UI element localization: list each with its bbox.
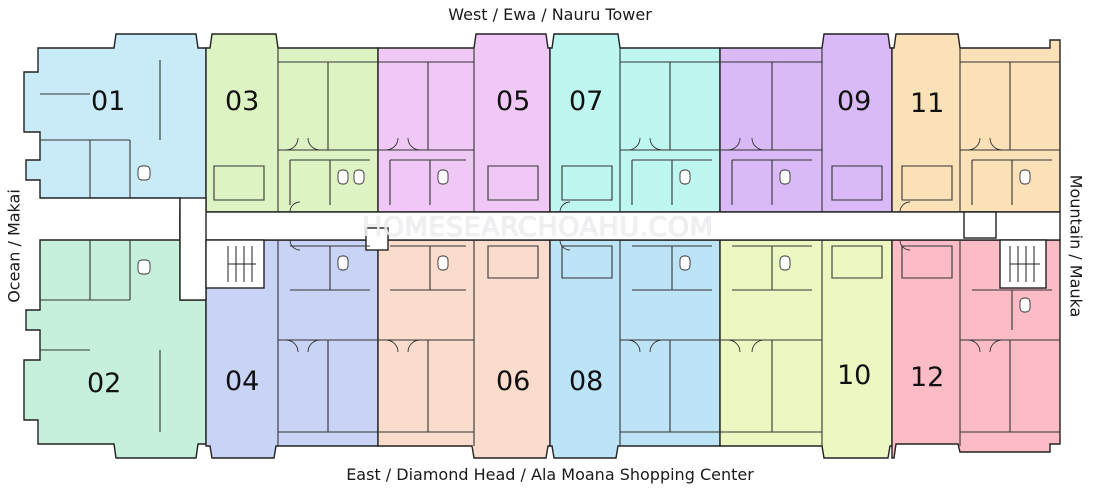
unit-10-area [719,239,893,459]
door-swings [285,137,1003,353]
mountain-orientation-label: Mountain / Mauka [1066,174,1086,318]
unit-07-area [549,33,721,213]
unit-05-area [377,33,551,213]
east-orientation-label: East / Diamond Head / Ala Moana Shopping… [346,465,754,484]
unit-number-09: 09 [837,86,872,117]
unit-number-06: 06 [496,366,531,397]
unit-number-08: 08 [569,366,604,397]
corridor [179,197,1061,301]
interior-walls [40,48,1060,446]
stair-treads [227,246,1040,282]
unit-12-area [891,239,1061,459]
ocean-orientation-label: Ocean / Makai [4,189,24,303]
unit-number-07: 07 [569,86,604,117]
unit-08-area [549,239,721,459]
watermark: HOMESEARCHOAHU.COM [362,212,714,243]
unit-number-01: 01 [91,86,126,117]
unit-number-04: 04 [225,366,260,397]
bathroom-fixtures [137,165,1031,313]
unit-number-11: 11 [910,88,945,119]
unit-number-10: 10 [837,360,872,391]
unit-number-03: 03 [225,86,260,117]
unit-number-12: 12 [910,362,945,393]
west-orientation-label: West / Ewa / Nauru Tower [448,5,652,24]
unit-number-05: 05 [496,86,531,117]
unit-02-area [23,239,207,459]
unit-09-area [719,33,893,213]
unit-03-area [205,33,379,213]
unit-11-area [891,33,1061,213]
unit-06-area [377,239,551,459]
unit-01-area [23,33,207,239]
unit-number-02: 02 [87,368,122,399]
